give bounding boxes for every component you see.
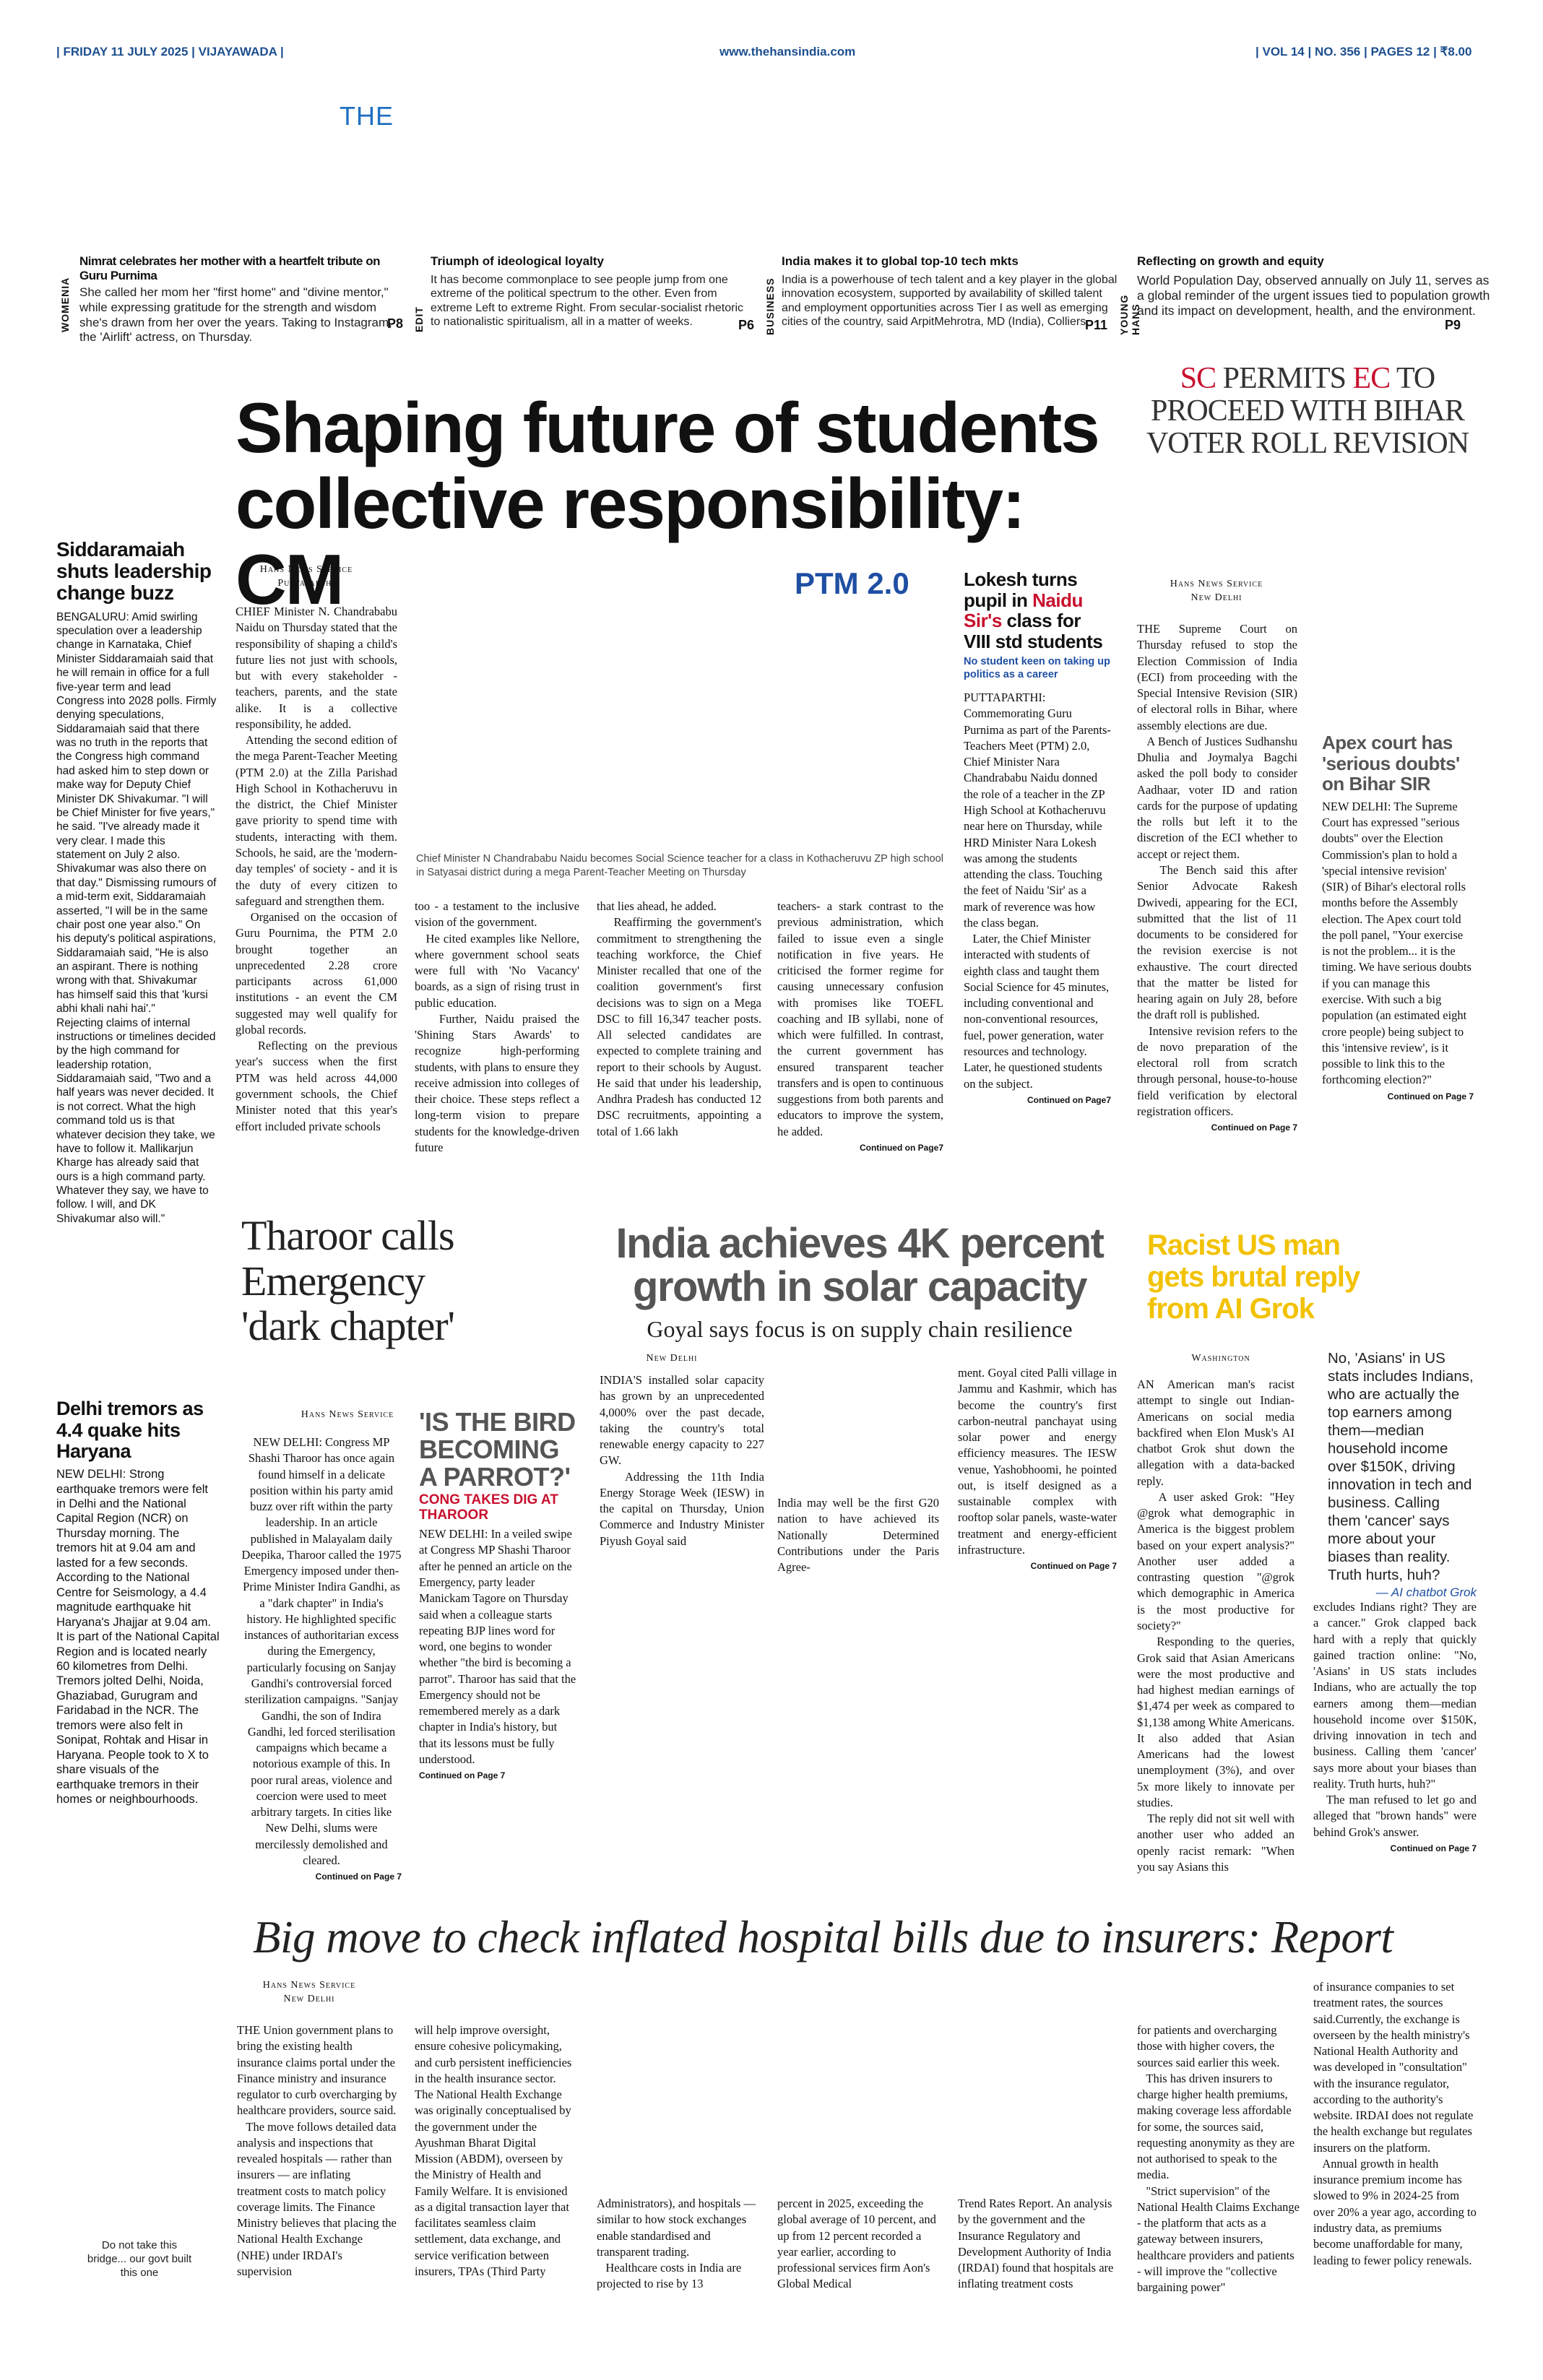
hospital-column-4: percent in 2025, exceeding the global av… [777, 2197, 936, 2291]
hospital-column-6: for patients and overcharging those with… [1137, 2023, 1300, 2295]
continued-link[interactable]: Continued on Page 7 [1390, 1843, 1477, 1853]
teaser-title: Triumph of ideological loyalty [431, 254, 604, 268]
teaser-body: She called her mom her "first home" and … [79, 285, 392, 345]
teaser-section-womenia: WOMENIA [59, 277, 71, 332]
tharoor-body: NEW DELHI: Congress MP Shashi Tharoor ha… [241, 1435, 402, 1867]
hospital-column-7: of insurance companies to set treatment … [1313, 1980, 1477, 2267]
apex-body: NEW DELHI: The Supreme Court has express… [1322, 799, 1471, 1087]
teaser-title: India makes it to global top-10 tech mkt… [782, 254, 1019, 268]
teaser-page-number: P11 [1085, 318, 1108, 332]
teaser-body: World Population Day, observed annually … [1137, 272, 1490, 319]
issue-info: | VOL 14 | NO. 356 | PAGES 12 | ₹8.00 [1255, 45, 1472, 59]
hospital-column-1: THE Union government plans to bring the … [237, 2023, 397, 2278]
tharoor-byline: Hans News Service [301, 1409, 394, 1420]
teaser-page-number: P9 [1445, 318, 1461, 332]
bihar-story[interactable]: THE Supreme Court on Thursday refused to… [1137, 621, 1297, 1133]
parrot-headline: 'IS THE BIRD BECOMING A PARROT?' [419, 1407, 576, 1492]
siddaramaiah-story[interactable]: Siddaramaiah shuts leadership change buz… [56, 538, 217, 1226]
grok-quote-text: No, 'Asians' in US stats includes Indian… [1328, 1350, 1474, 1583]
delhi-quake-headline: Delhi tremors as 4.4 quake hits Haryana [56, 1398, 204, 1463]
grok-headline: Racist US man gets brutal reply from AI … [1147, 1229, 1360, 1325]
teaser-section-edit: EDIT [413, 306, 425, 332]
ptm-label: PTM 2.0 [795, 566, 909, 600]
delhi-quake-body: NEW DELHI: Strong earthquake tremors wer… [56, 1468, 220, 1806]
continued-link[interactable]: Continued on Page 7 [419, 1770, 506, 1781]
dateline: | FRIDAY 11 JULY 2025 | VIJAYAWADA | [56, 45, 284, 59]
lokesh-subhead: No student keen on taking up politics as… [964, 656, 1111, 680]
parrot-body: NEW DELHI: In a veiled swipe at Congress… [419, 1527, 576, 1766]
teaser-page-number: P8 [387, 316, 404, 331]
siddaramaiah-body: BENGALURU: Amid swirling speculation ove… [56, 610, 217, 1225]
lokesh-story[interactable]: Lokesh turns pupil in Naidu Sir's class … [964, 569, 1111, 1105]
continued-link[interactable]: Continued on Page 7 [1387, 1091, 1474, 1102]
hospital-headline[interactable]: Big move to check inflated hospital bill… [253, 1912, 1393, 1963]
solar-subhead: Goyal says focus is on supply chain resi… [647, 1316, 1073, 1342]
continued-link[interactable]: Continued on Page 7 [1030, 1561, 1117, 1572]
grok-quote-attribution: — AI chatbot Grok [1375, 1585, 1477, 1599]
grok-column-2: excludes Indians right? They are a cance… [1313, 1600, 1477, 1839]
teaser-edit[interactable]: Triumph of ideological loyalty It has be… [431, 254, 748, 329]
tharoor-story[interactable]: NEW DELHI: Congress MP Shashi Tharoor ha… [241, 1435, 402, 1882]
lead-column-2: too - a testament to the inclusive visio… [415, 899, 579, 1154]
grok-column-1: AN American man's racist attempt to sing… [1137, 1377, 1295, 1874]
hospital-column-2: will help improve oversight, ensure cohe… [415, 2023, 572, 2278]
hospital-byline: Hans News Service New Delhi [262, 1980, 356, 2004]
parrot-subhead: CONG TAKES DIG AT THAROOR [419, 1492, 558, 1523]
teaser-young-hans[interactable]: Reflecting on growth and equity World Po… [1137, 254, 1491, 319]
teaser-body: India is a powerhouse of tech talent and… [782, 273, 1118, 329]
bihar-body: THE Supreme Court on Thursday refused to… [1137, 622, 1297, 1118]
website-link[interactable]: www.thehansindia.com [719, 45, 856, 59]
masthead-fragment: THE [340, 101, 394, 131]
teaser-title: Reflecting on growth and equity [1137, 254, 1324, 268]
lead-byline: Hans News Service Puttaparthi [259, 564, 353, 589]
tharoor-headline[interactable]: Tharoor calls Emergency 'dark chapter' [241, 1212, 455, 1350]
apex-headline: Apex court has 'serious doubts' on Bihar… [1322, 732, 1460, 795]
hospital-column-3: Administrators), and hospitals — similar… [597, 2197, 756, 2291]
teaser-body: It has become commonplace to see people … [431, 273, 744, 329]
teaser-womenia[interactable]: Nimrat celebrates her mother with a hear… [79, 254, 405, 345]
cartoon-caption: Do not take this bridge... our govt buil… [87, 2239, 192, 2279]
teaser-title: Nimrat celebrates her mother with a hear… [79, 254, 380, 282]
siddaramaiah-headline: Siddaramaiah shuts leadership change buz… [56, 538, 212, 605]
continued-link[interactable]: Continued on Page 7 [1211, 1122, 1297, 1133]
teaser-section-business: BUSINESS [764, 277, 776, 335]
grok-quote: No, 'Asians' in US stats includes Indian… [1328, 1349, 1477, 1600]
solar-column-3: ment. Goyal cited Palli village in Jammu… [958, 1366, 1117, 1557]
delhi-quake-story[interactable]: Delhi tremors as 4.4 quake hits Haryana … [56, 1398, 220, 1806]
lead-column-3: that lies ahead, he added. Reaffirming t… [597, 899, 761, 1138]
lokesh-headline: Lokesh turns pupil in Naidu Sir's class … [964, 568, 1103, 652]
bihar-headline[interactable]: SC PERMITS EC TO PROCEED WITH BIHAR VOTE… [1146, 362, 1469, 460]
solar-byline: New Delhi [646, 1353, 698, 1364]
hospital-column-5: Trend Rates Report. An analysis by the g… [958, 2197, 1114, 2291]
grok-byline: Washington [1191, 1353, 1250, 1364]
solar-headline[interactable]: India achieves 4K percent growth in sola… [615, 1220, 1105, 1311]
lead-column-4-wrap: teachers- a stark contrast to the previo… [777, 899, 943, 1153]
continued-link[interactable]: Continued on Page7 [1026, 1094, 1111, 1105]
grok-column-2-wrap: excludes Indians right? They are a cance… [1313, 1599, 1477, 1853]
teaser-page-number: P6 [738, 318, 755, 332]
teaser-business[interactable]: India makes it to global top-10 tech mkt… [782, 254, 1118, 329]
apex-story[interactable]: Apex court has 'serious doubts' on Bihar… [1322, 732, 1474, 1102]
solar-column-2: India may well be the first G20 nation t… [777, 1496, 939, 1575]
photo-caption: Chief Minister N Chandrababu Naidu becom… [416, 853, 943, 878]
bihar-byline: Hans News Service New Delhi [1170, 579, 1263, 603]
lead-column-1: CHIEF Minister N. Chandrababu Naidu on T… [235, 605, 397, 1133]
solar-column-3-wrap: ment. Goyal cited Palli village in Jammu… [958, 1365, 1117, 1571]
continued-link[interactable]: Continued on Page7 [859, 1142, 943, 1153]
parrot-story[interactable]: 'IS THE BIRD BECOMING A PARROT?' CONG TA… [419, 1407, 578, 1781]
solar-column-1: INDIA'S installed solar capacity has gro… [600, 1373, 764, 1548]
lead-photo [415, 618, 951, 849]
continued-link[interactable]: Continued on Page 7 [315, 1871, 402, 1882]
lokesh-body: PUTTAPARTHI: Commemorating Guru Purnima … [964, 691, 1111, 1091]
grok-headline-box[interactable]: Racist US man gets brutal reply from AI … [1147, 1229, 1364, 1325]
lead-column-4: teachers- a stark contrast to the previo… [777, 899, 943, 1138]
lead-headline[interactable]: Shaping future of students collective re… [235, 388, 1100, 619]
